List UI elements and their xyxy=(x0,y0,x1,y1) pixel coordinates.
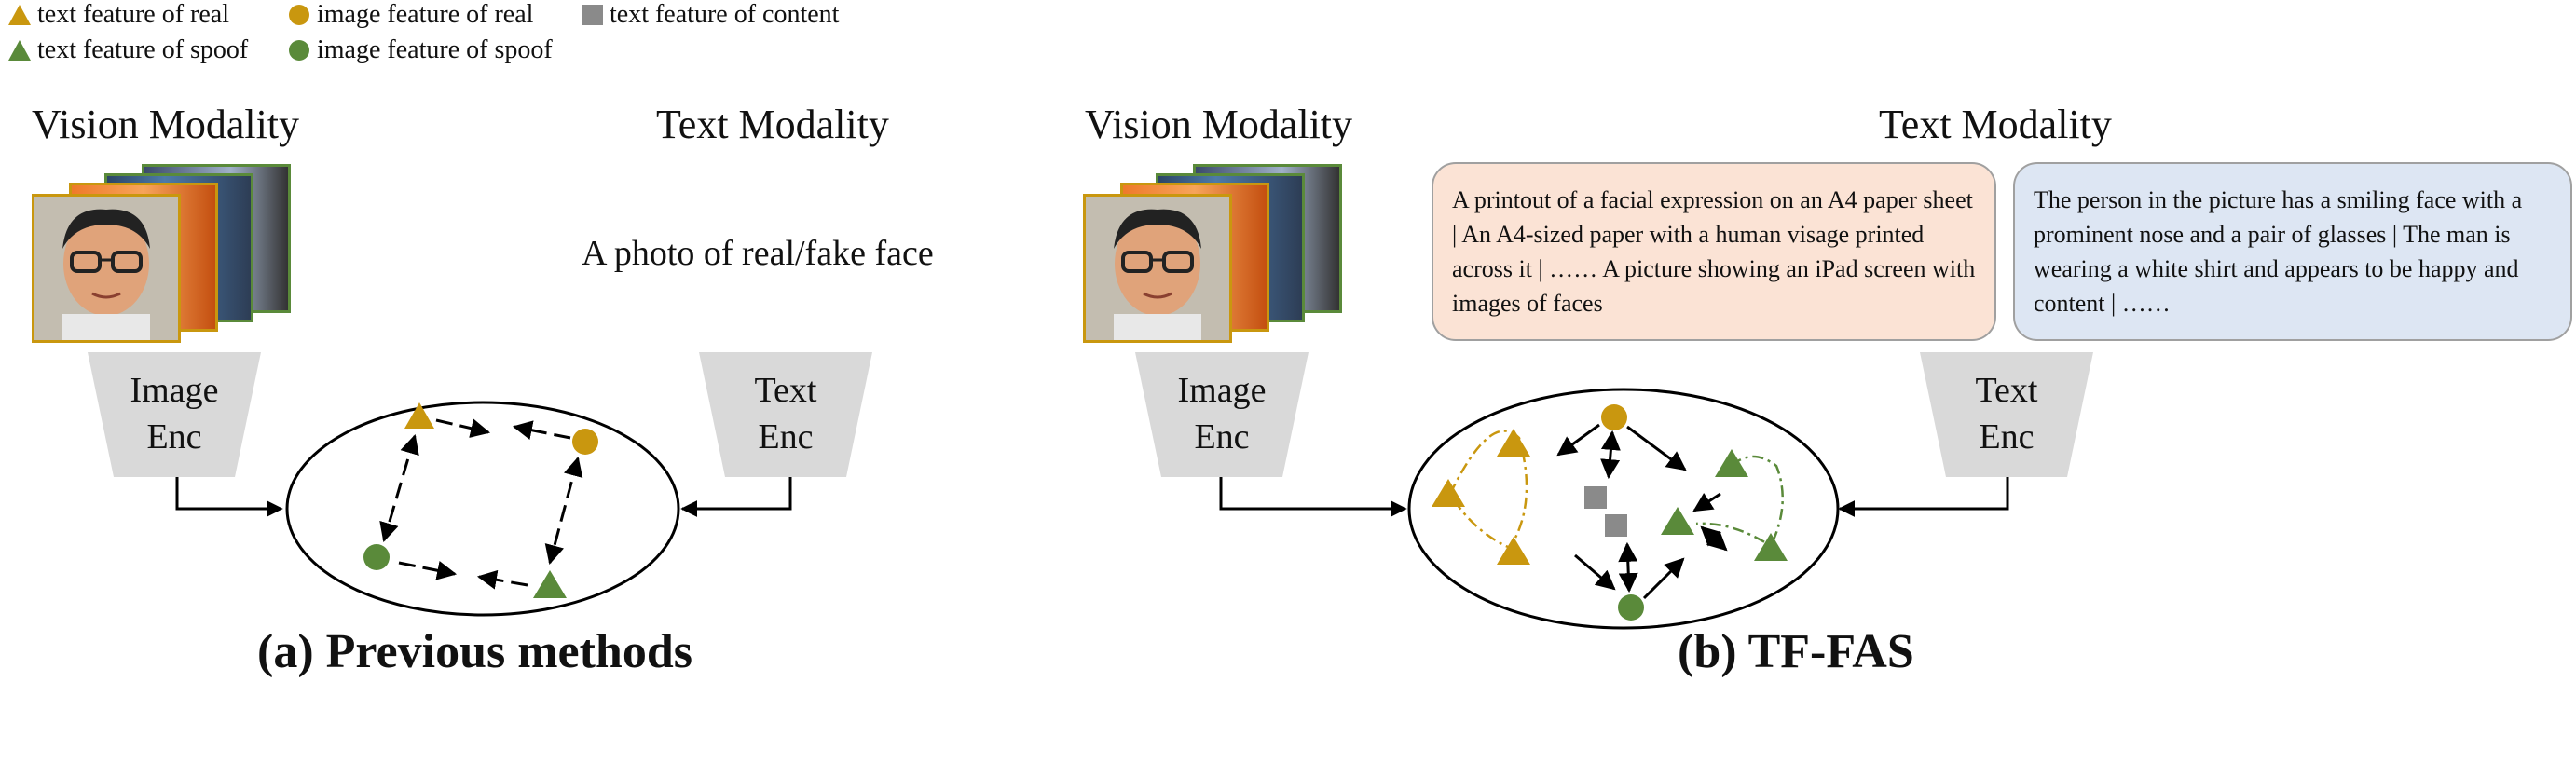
legend-label: text feature of real xyxy=(37,0,229,29)
text-real-triangle-a xyxy=(404,402,434,429)
legend-label: text feature of spoof xyxy=(37,35,249,64)
triangle-icon xyxy=(8,5,31,25)
triangle-icon xyxy=(8,40,31,61)
text-encoder-a xyxy=(699,352,872,477)
content-square-b2 xyxy=(1605,514,1627,537)
content-square-b1 xyxy=(1584,486,1607,509)
vision-modality-heading-a: Vision Modality xyxy=(32,102,300,147)
image-encoder-label-b: Image Enc xyxy=(1177,371,1267,457)
square-icon xyxy=(582,5,603,25)
image-encoder-label-a: Image Enc xyxy=(130,371,219,457)
text-real-triangle-b2 xyxy=(1432,479,1465,507)
image-spoof-circle-b xyxy=(1618,594,1644,621)
content-prompts-box: The person in the picture has a smiling … xyxy=(2013,162,2572,341)
circle-icon xyxy=(289,40,309,61)
feature-space-b xyxy=(1407,388,1840,630)
legend-item-image-spoof: image feature of spoof xyxy=(287,35,553,65)
spoof-prompts-box: A printout of a facial expression on an … xyxy=(1432,162,1996,341)
feature-space-a xyxy=(285,401,680,617)
text-spoof-triangle-b1 xyxy=(1715,449,1748,477)
text-prompt-a: A photo of real/fake face xyxy=(582,234,934,273)
legend-label: image feature of spoof xyxy=(317,35,553,64)
caption-a: (a) Previous methods xyxy=(257,625,693,678)
text-real-triangle-b1 xyxy=(1497,429,1530,457)
text-spoof-triangle-a xyxy=(533,570,567,598)
connector-text-to-space-b xyxy=(1838,477,2009,517)
text-modality-heading-b: Text Modality xyxy=(1879,102,2112,147)
text-encoder-b xyxy=(1920,352,2093,477)
person-face-icon xyxy=(34,197,178,340)
text-spoof-triangle-b2 xyxy=(1661,507,1694,535)
image-real-circle-b xyxy=(1601,404,1627,430)
legend-label: text feature of content xyxy=(610,0,840,29)
vision-modality-heading-b: Vision Modality xyxy=(1085,102,1353,147)
person-face-icon xyxy=(1086,197,1229,340)
circle-icon xyxy=(289,5,309,25)
legend-label: image feature of real xyxy=(317,0,534,29)
legend-item-text-real: text feature of real xyxy=(7,0,229,30)
connector-image-to-space-a xyxy=(175,477,283,517)
connector-image-to-space-b xyxy=(1219,477,1407,517)
face-image-stack-a xyxy=(32,164,302,350)
legend-item-text-content: text feature of content xyxy=(582,0,839,30)
text-modality-heading-a: Text Modality xyxy=(656,102,889,147)
face-image-stack-b xyxy=(1083,164,1353,350)
connector-text-to-space-a xyxy=(680,477,792,517)
text-encoder-label-b: Text Enc xyxy=(1975,371,2038,457)
legend-item-text-spoof: text feature of spoof xyxy=(7,35,248,65)
legend-item-image-real: image feature of real xyxy=(287,0,533,30)
face-image xyxy=(32,194,181,343)
text-spoof-triangle-b3 xyxy=(1754,533,1788,561)
image-real-circle-a xyxy=(572,429,598,455)
image-spoof-circle-a xyxy=(363,544,390,570)
caption-b: (b) TF-FAS xyxy=(1678,625,1914,678)
text-real-triangle-b3 xyxy=(1497,537,1530,565)
text-encoder-label-a: Text Enc xyxy=(754,371,817,457)
face-image xyxy=(1083,194,1232,343)
real-cluster-outline xyxy=(1448,430,1528,550)
image-encoder-b xyxy=(1135,352,1309,477)
spoof-cluster-outline xyxy=(1695,455,1784,548)
image-encoder-a xyxy=(88,352,261,477)
